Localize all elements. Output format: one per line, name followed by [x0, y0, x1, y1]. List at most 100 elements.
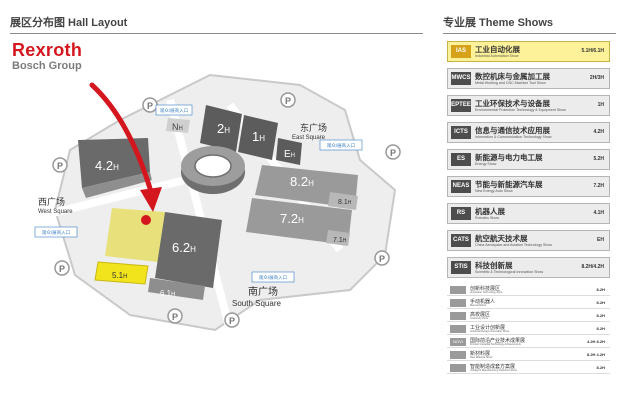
rs-logo-icon: RS — [451, 207, 471, 220]
legend-hall-code: 5.1H/6.1H — [581, 48, 604, 54]
right-header-rule — [443, 33, 616, 34]
legend-row-icts[interactable]: ICTS 信息与通信技术应用展 Information & Communicat… — [447, 122, 610, 143]
hall-8-1h[interactable]: 8.1H — [328, 192, 358, 210]
zone-logo-icon — [450, 364, 466, 372]
brand-logo: Rexroth Bosch Group — [12, 41, 82, 72]
svg-text:东广场: 东广场 — [300, 122, 327, 133]
south-square-label: 南广场 South Square — [232, 285, 281, 308]
svg-text:7.2H: 7.2H — [280, 211, 304, 226]
legend-small-row[interactable]: NOVI 国际前沿产业技术成果展 Frontier Industrial Tec… — [447, 337, 610, 348]
legend-hall-code: 7.2H — [593, 183, 604, 189]
legend-hall-code: 8.2H — [596, 365, 605, 370]
svg-text:EH: EH — [284, 149, 295, 160]
legend-small-row[interactable]: 新材料展 New Material Show 8.2H 4.2H — [447, 350, 610, 361]
hall-5-2h-block[interactable] — [105, 208, 165, 262]
legend-row-neas[interactable]: NEAS 节能与新能源汽车展 New Energy Auto Show 7.2H — [447, 176, 610, 197]
legend-row-cats[interactable]: CATS 航空航天技术展 China Aerospace and Aviatio… — [447, 230, 610, 251]
legend-small-row[interactable]: 创新科技展区 Innovation Technology Zone 8.2H — [447, 285, 610, 296]
hall-7-1h[interactable]: 7.1H — [326, 230, 350, 246]
parking-e: P — [385, 144, 401, 160]
svg-text:West Square: West Square — [38, 209, 73, 215]
legend-label-cn: 国际前沿产业技术成果展 — [470, 338, 526, 344]
legend-label-cn: 创新科技展区 — [470, 286, 501, 292]
brand-subtitle: Bosch Group — [12, 60, 82, 72]
central-rotunda — [181, 146, 245, 194]
west-square-label: 西广场 West Square — [38, 196, 73, 215]
parking-s2: P — [224, 312, 240, 328]
icts-logo-icon: ICTS — [451, 126, 471, 139]
legend-label-cn: 新能源与电力电工展 — [475, 153, 543, 162]
parking-s: P — [167, 308, 183, 324]
legend-label-en: Scientific & Technological Innovation Sh… — [475, 270, 544, 274]
hall-4-2h[interactable]: 4.2H — [78, 138, 152, 198]
zone-logo-icon — [450, 312, 466, 320]
legend-label-en: Industrial Automation Show — [475, 54, 519, 58]
legend-label-en: Environmental Protection Technology & Eq… — [475, 108, 566, 112]
svg-text:7.1H: 7.1H — [333, 237, 347, 244]
svg-text:P: P — [57, 161, 63, 171]
legend-label-cn: 节能与新能源汽车展 — [475, 180, 543, 189]
legend-label-cn: 数控机床与金属加工展 — [475, 72, 550, 81]
svg-text:观众/展商入口: 观众/展商入口 — [327, 142, 355, 149]
stis-logo-icon: STIS — [451, 261, 471, 274]
svg-text:观众/展商入口: 观众/展商入口 — [160, 107, 188, 114]
legend-row-stis[interactable]: STIS 科技创新展 Scientific & Technological In… — [447, 257, 610, 278]
square-labels: 东广场 East Square 西广场 West Square 南广场 Sout… — [38, 122, 327, 308]
legend-small-row[interactable]: 智能制造成套方案展 Intelligent Manufacturing Solu… — [447, 363, 610, 374]
legend-label-cn: 新材料展 — [470, 351, 491, 357]
legend-row-rs[interactable]: RS 机器人展 Robotics Show 4.1H — [447, 203, 610, 224]
svg-text:P: P — [229, 316, 235, 326]
legend-hall-code: 8.2H 4.2H — [586, 352, 605, 357]
entrance-east: 观众/展商入口 — [319, 139, 363, 151]
legend-label-cn: 工业设计创新展 — [470, 325, 506, 331]
legend-label-en: Robotics Show — [475, 216, 499, 220]
hall-1h[interactable]: 1H — [238, 115, 278, 160]
legend-small-row[interactable]: 手动机器人 Manual Robot 8.2H — [447, 298, 610, 309]
legend-hall-code: 4.2H 8.2H — [586, 339, 605, 344]
es-logo-icon: ES — [451, 153, 471, 166]
parking-w: P — [52, 157, 68, 173]
svg-text:2H: 2H — [217, 121, 230, 136]
svg-text:8.2H: 8.2H — [290, 174, 314, 189]
hall-7-2h[interactable]: 7.2H — [246, 198, 352, 245]
svg-text:P: P — [172, 312, 178, 322]
svg-text:西广场: 西广场 — [38, 196, 65, 207]
legend-hall-code: EH — [597, 237, 604, 243]
legend-label-en: Intelligent Manufacturing Solutions Show — [470, 369, 517, 372]
legend-label-en: Manual Robot — [470, 304, 487, 307]
svg-text:6.2H: 6.2H — [172, 240, 196, 255]
parking-ne: P — [280, 92, 296, 108]
halls: 2H 1H NH 4.2H EH 8.2H 8.1H 7.2H — [78, 105, 358, 300]
legend-label-en: New Energy Auto Show — [475, 189, 513, 193]
hall-5-1h[interactable]: 5.1H — [94, 261, 149, 285]
legend-row-eptee[interactable]: EPTEE 工业环保技术与设备展 Environmental Protectio… — [447, 95, 610, 116]
svg-text:P: P — [285, 96, 291, 106]
legend-hall-code: 8.2H/4.2H — [581, 264, 604, 270]
legend-row-es[interactable]: ES 新能源与电力电工展 Energy Show 5.2H — [447, 149, 610, 170]
hall-nh[interactable]: NH — [166, 118, 190, 133]
legend-label-cn: 高校展区 — [470, 312, 491, 318]
legend-label-cn: 智能制造成套方案展 — [470, 364, 516, 370]
zone-logo-icon — [450, 351, 466, 359]
legend-small-row[interactable]: 工业设计创新展 Industrial Design Innovation Sho… — [447, 324, 610, 335]
hall-eh[interactable]: EH — [276, 138, 302, 165]
legend-hall-code: 8.2H — [596, 326, 605, 331]
hall-6-2h[interactable]: 6.2H — [155, 212, 222, 288]
legend-row-mwcs[interactable]: MWCS 数控机床与金属加工展 Metal Working and CNC Ma… — [447, 68, 610, 89]
svg-text:NH: NH — [172, 122, 183, 132]
svg-text:观众/展商入口: 观众/展商入口 — [42, 229, 70, 236]
hall-layout-title: 展区分布图 Hall Layout — [10, 17, 128, 29]
entrance-markers: 观众/展商入口 观众/展商入口 观众/展商入口 观众/展商入口 — [34, 104, 363, 283]
legend-hall-code: 4.2H — [593, 129, 604, 135]
novi-logo-icon: NOVI — [450, 338, 466, 346]
svg-text:8.1H: 8.1H — [338, 199, 352, 206]
hall-2h[interactable]: 2H — [200, 105, 242, 152]
legend-label-en: China Aerospace and Aviation Technology … — [475, 243, 552, 247]
location-dot — [141, 215, 151, 225]
hall-6-1h[interactable]: 6.1H — [148, 278, 205, 300]
neas-logo-icon: NEAS — [451, 180, 471, 193]
legend-small-row[interactable]: 高校展区 University Zone 8.2H — [447, 311, 610, 322]
legend-row-ias[interactable]: IAS 工业自动化展 Industrial Automation Show 5.… — [447, 41, 610, 62]
svg-text:1H: 1H — [252, 129, 265, 144]
